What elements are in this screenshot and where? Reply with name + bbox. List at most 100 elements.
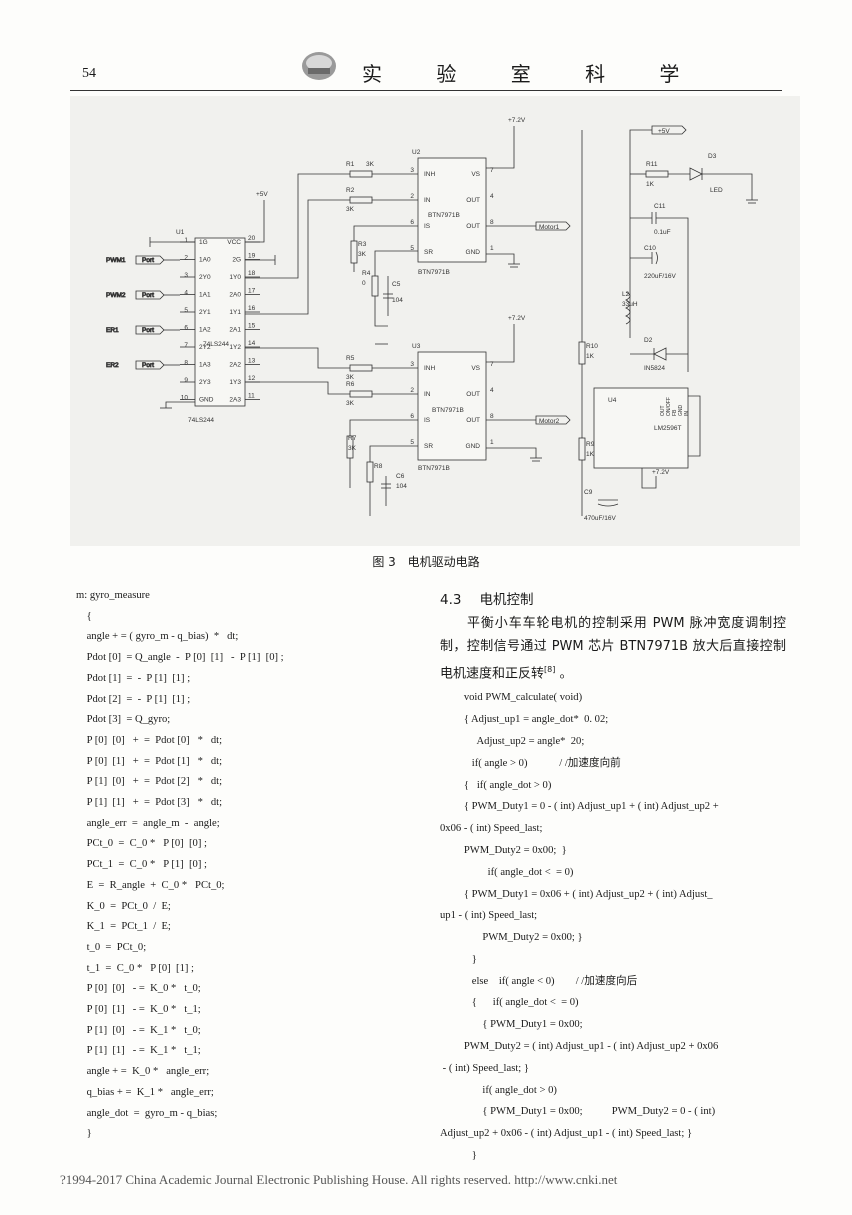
- left-code-line: P [0] [0] - = K_0 * t_0;: [76, 983, 201, 995]
- d2-value: IN5824: [644, 365, 665, 372]
- u3-pin-right: OUT: [466, 391, 480, 398]
- u3-pin-right-num: 7: [490, 361, 494, 368]
- ic74-pin-left-num: 9: [184, 377, 188, 384]
- r7-value: 3K: [348, 445, 357, 452]
- r4-value: 0: [362, 280, 366, 287]
- copyright-footer: ?1994-2017 China Academic Journal Electr…: [60, 1172, 618, 1187]
- u3-pin-left-num: 3: [410, 361, 414, 368]
- ic74-pin-left-num: 1: [184, 237, 188, 244]
- right-code-line: { PWM_Duty1 = 0x00; PWM_Duty2 = 0 - ( in…: [440, 1106, 716, 1118]
- r11-value: 1K: [646, 181, 655, 188]
- ic74-pin-left: 1A1: [199, 292, 211, 299]
- ic74-pin-right-num: 17: [248, 288, 256, 295]
- port-label: Port: [142, 292, 154, 299]
- c11-value: 0.1uF: [654, 229, 671, 236]
- port-label: Port: [142, 327, 154, 334]
- u4-label: U4: [608, 397, 617, 404]
- right-code-listing: void PWM_calculate( void) { Adjust_up1 =…: [440, 687, 786, 1167]
- ic74-pin-left: 1A0: [199, 257, 211, 264]
- u3-label: U3: [412, 343, 421, 350]
- u2-pin-left: SR: [424, 249, 433, 256]
- ic74-pin-right: 2A3: [229, 397, 241, 404]
- u3-supply-label: +7.2V: [508, 315, 526, 322]
- u2-pin-left-num: 3: [410, 167, 414, 174]
- ic74-pin-right-num: 20: [248, 235, 256, 242]
- r6-label: R6: [346, 381, 355, 388]
- ic74-pin-right-num: 11: [248, 393, 255, 400]
- d3-label: D3: [708, 153, 717, 160]
- d2-label: D2: [644, 337, 653, 344]
- figure-caption-number: 图 3: [372, 555, 396, 569]
- ic74-pin-left-num: 8: [184, 360, 188, 367]
- ic74-pin-right: 1Y3: [229, 379, 241, 386]
- ic74-pin-left-num: 10: [181, 395, 189, 402]
- figure-caption-text: 电机驱动电路: [407, 555, 480, 569]
- r11-label: R11: [646, 161, 658, 168]
- r1-value: 3K: [366, 161, 375, 168]
- lm-pin-label: GND: [678, 405, 684, 417]
- l2-label: L2: [622, 291, 630, 298]
- right-code-line: if( angle > 0) / /加速度向前: [440, 757, 621, 769]
- right-code-line: }: [440, 953, 477, 965]
- c6-value: 104: [396, 483, 407, 490]
- u3-pin-right: GND: [466, 443, 481, 450]
- page-number: 54: [82, 66, 96, 81]
- u2-label: U2: [412, 149, 421, 156]
- u3-pin-left: IN: [424, 391, 431, 398]
- left-code-line: t_0 = PCt_0;: [76, 941, 147, 953]
- u2-pin-right: OUT: [466, 197, 480, 204]
- section-title: 电机控制: [479, 592, 534, 608]
- input-label-er1: ER1: [106, 327, 119, 334]
- r5-label: R5: [346, 355, 355, 362]
- c9-label: C9: [584, 489, 593, 496]
- ic74-pin-right: 2A2: [229, 362, 241, 369]
- left-code-line: P [0] [0] + = Pdot [0] * dt;: [76, 734, 223, 746]
- citation-ref: [8]: [544, 665, 556, 674]
- u3-pin-left-num: 5: [410, 439, 414, 446]
- u3-pin-right: OUT: [466, 417, 480, 424]
- right-code-line: { Adjust_up1 = angle_dot* 0. 02;: [440, 714, 609, 726]
- left-code-line: Pdot [0] = Q_angle - P [0] [1] - P [1] […: [76, 652, 284, 664]
- r1-label: R1: [346, 161, 355, 168]
- lm-pin-label: FB: [672, 409, 678, 416]
- ic74-pin-left: 1G: [199, 239, 208, 246]
- u3-pin-left: SR: [424, 443, 433, 450]
- right-code-line: Adjust_up2 = angle* 20;: [440, 735, 585, 747]
- ic74-pin-left-num: 5: [184, 307, 188, 314]
- body-paragraph: 平衡小车车轮电机的控制采用 PWM 脉冲宽度调制控制，控制信号通过 PWM 芯片…: [440, 616, 786, 682]
- input-label-pwm2: PWM2: [106, 292, 126, 299]
- lm-pin-label: ON/OFF: [666, 397, 672, 416]
- left-code-line: angle_err = angle_m - angle;: [76, 817, 220, 829]
- ic74-pin-right-num: 13: [248, 358, 256, 365]
- u1-label: U1: [176, 229, 185, 236]
- r9-value: 1K: [586, 451, 595, 458]
- right-code-line: { PWM_Duty1 = 0x06 + ( int) Adjust_up2 +…: [440, 888, 713, 900]
- ic74-pin-right-num: 19: [248, 253, 256, 260]
- u3-pin-right: VS: [471, 365, 480, 372]
- left-code-line: {: [76, 610, 92, 622]
- journal-title: 实 验 室 科 学: [362, 62, 704, 86]
- r7-label: R7: [348, 435, 357, 442]
- right-code-line: if( angle_dot > 0): [440, 1084, 557, 1096]
- c6-label: C6: [396, 473, 405, 480]
- ic74-pin-left: GND: [199, 397, 214, 404]
- right-code-line: if( angle_dot < = 0): [440, 866, 574, 878]
- r8-label: R8: [374, 463, 383, 470]
- u2-pin-right: GND: [466, 249, 481, 256]
- lm-supply-label: +7.2V: [652, 469, 670, 476]
- u2-pin-right-num: 7: [490, 167, 494, 174]
- ic74-pin-right-num: 12: [248, 375, 256, 382]
- left-code-line: P [0] [1] - = K_0 * t_1;: [76, 1004, 201, 1016]
- right-code-line: { if( angle_dot > 0): [440, 779, 552, 791]
- c5-label: C5: [392, 281, 401, 288]
- led-label: LED: [710, 187, 723, 194]
- ic74-pin-right: 2A0: [229, 292, 241, 299]
- right-code-line: 0x06 - ( int) Speed_last;: [440, 823, 543, 835]
- left-code-line: Pdot [2] = - P [1] [1] ;: [76, 693, 191, 705]
- section-number: 4.3: [440, 592, 462, 608]
- r3-label: R3: [358, 241, 367, 248]
- ic74-pin-left: 1A2: [199, 327, 211, 334]
- u3-pin-right-num: 4: [490, 387, 494, 394]
- u3-btn-label: BTN7971B: [432, 407, 464, 414]
- ic74-pin-left: 2Y3: [199, 379, 211, 386]
